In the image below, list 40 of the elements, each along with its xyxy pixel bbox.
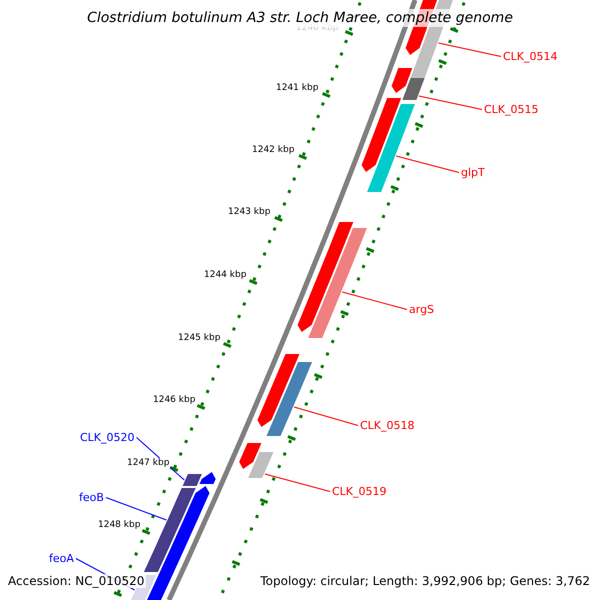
leader-line — [438, 42, 502, 57]
gene-label: argS — [409, 304, 434, 315]
gene-bar — [392, 68, 412, 93]
gene-bar — [367, 104, 415, 192]
gene-bar — [239, 443, 262, 469]
scale-label: 1248 kbp — [98, 521, 140, 530]
scale-label: 1245 kbp — [178, 334, 220, 343]
gene-label: feoB — [79, 492, 104, 503]
gene-bar — [144, 488, 196, 572]
gene-label: CLK_0518 — [360, 420, 415, 431]
gene-bar — [182, 474, 202, 486]
gene-bar — [362, 98, 402, 172]
gene-label: CLK_0519 — [332, 486, 387, 497]
leader-line — [418, 96, 482, 110]
gene-bar — [257, 354, 300, 427]
footer-note: Topology: circular; Length: 3,992,906 bp; Genes: 3,762 — [258, 574, 592, 588]
gene-bar — [147, 486, 210, 600]
scale-label: 1244 kbp — [204, 271, 246, 280]
leader-line — [294, 406, 358, 426]
gene-bar — [200, 472, 216, 484]
scale-label: 1242 kbp — [252, 146, 294, 155]
gene-bar — [298, 222, 354, 332]
leader-line — [396, 156, 460, 173]
scale-label: 1241 kbp — [276, 84, 318, 93]
gene-label: feoA — [49, 553, 74, 564]
footer-note: Accession: NC_010520 — [6, 574, 146, 588]
gene-label: CLK_0515 — [484, 104, 539, 115]
scale-label: 1246 kbp — [153, 396, 196, 405]
gene-bar — [248, 452, 274, 478]
leader-line — [264, 474, 330, 492]
leader-line — [105, 497, 167, 520]
gene-bar — [266, 362, 312, 436]
gene-label: CLK_0514 — [503, 51, 558, 62]
leader-line — [342, 292, 408, 310]
gene-label: glpT — [461, 167, 485, 178]
gene-label: CLK_0520 — [80, 432, 135, 443]
gene-bar — [402, 78, 425, 100]
gene-bar — [308, 228, 367, 338]
scale-label: 1247 kbp — [126, 458, 170, 469]
scale-label: 1243 kbp — [228, 208, 270, 217]
